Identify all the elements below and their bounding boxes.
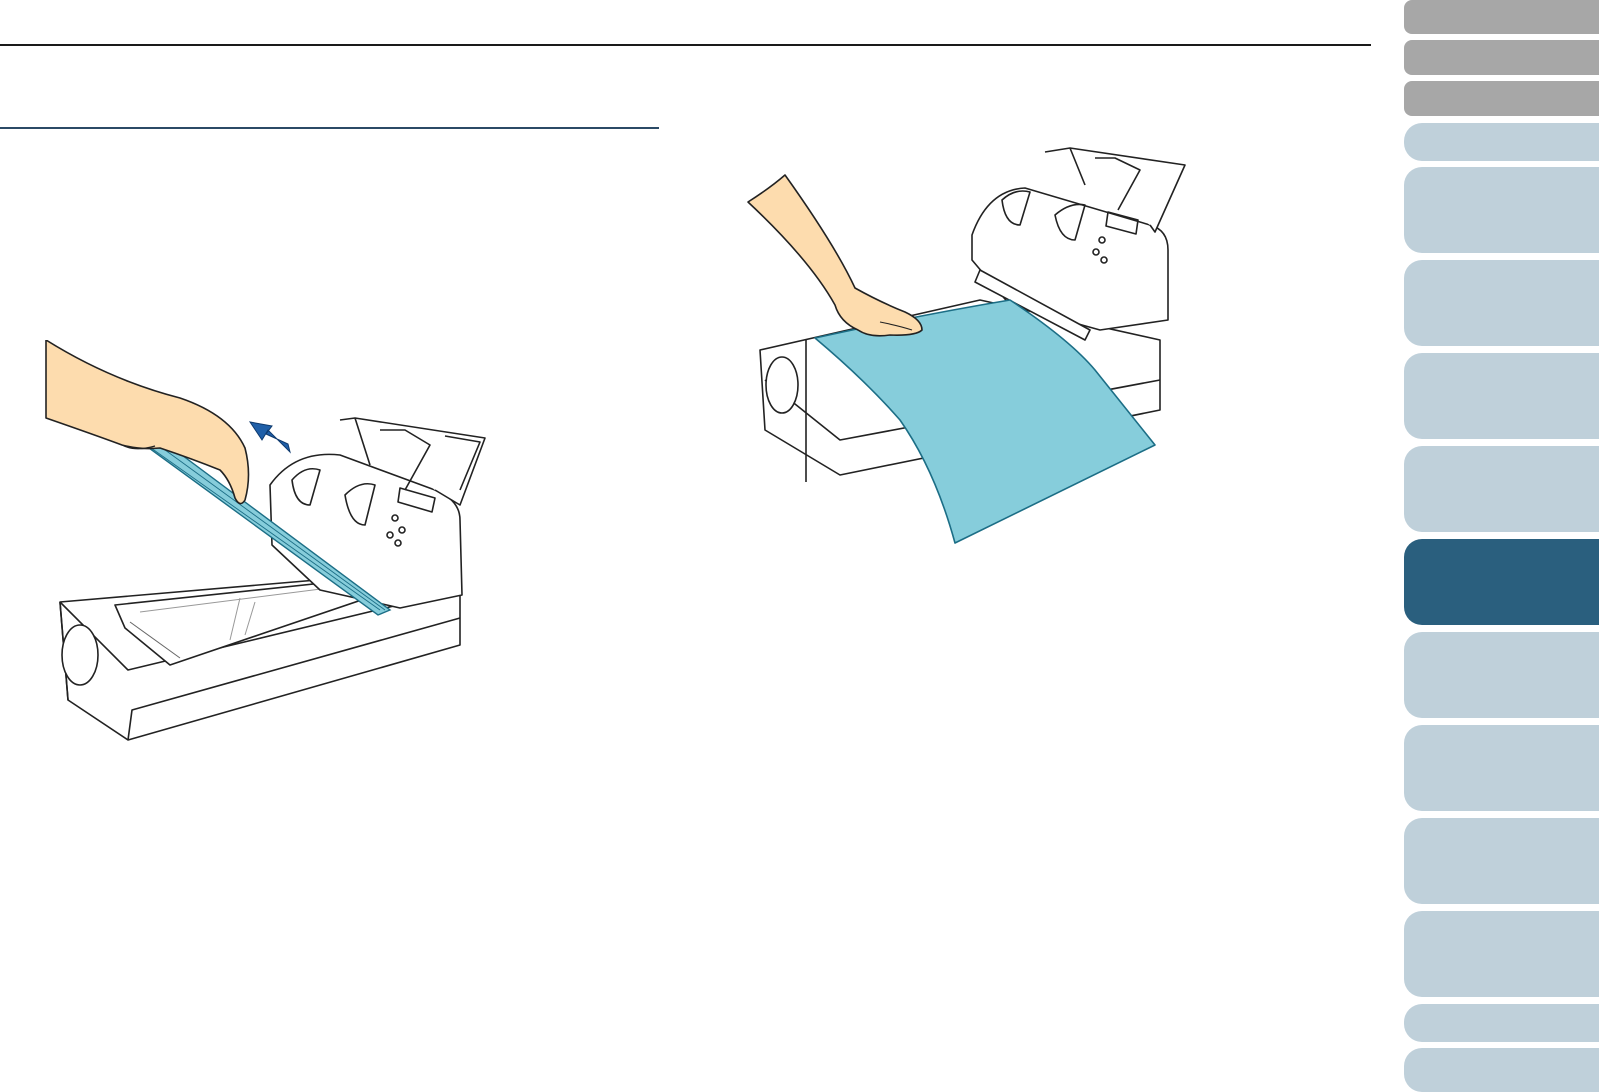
- nav-tab-5[interactable]: [1404, 167, 1599, 253]
- nav-tab-3[interactable]: [1404, 81, 1599, 116]
- nav-tab-6[interactable]: [1404, 260, 1599, 346]
- nav-tab-8[interactable]: [1404, 446, 1599, 532]
- nav-tab-7[interactable]: [1404, 353, 1599, 439]
- remove-document-illustration: [40, 340, 500, 760]
- nav-tab-12[interactable]: [1404, 818, 1599, 904]
- nav-tab-13[interactable]: [1404, 911, 1599, 997]
- nav-tab-9-active[interactable]: [1404, 539, 1599, 625]
- hand: [46, 340, 249, 504]
- nav-tab-11[interactable]: [1404, 725, 1599, 811]
- hand: [748, 175, 922, 336]
- nav-tab-14[interactable]: [1404, 1004, 1599, 1042]
- nav-tab-15[interactable]: [1404, 1048, 1599, 1092]
- nav-tab-1[interactable]: [1404, 0, 1599, 34]
- lift-direction-arrow-icon: [250, 422, 290, 452]
- header-rule: [0, 44, 1371, 46]
- place-document-illustration: [740, 140, 1210, 560]
- nav-tab-10[interactable]: [1404, 632, 1599, 718]
- section-rule: [0, 127, 659, 129]
- nav-tab-2[interactable]: [1404, 40, 1599, 75]
- nav-tab-4[interactable]: [1404, 123, 1599, 161]
